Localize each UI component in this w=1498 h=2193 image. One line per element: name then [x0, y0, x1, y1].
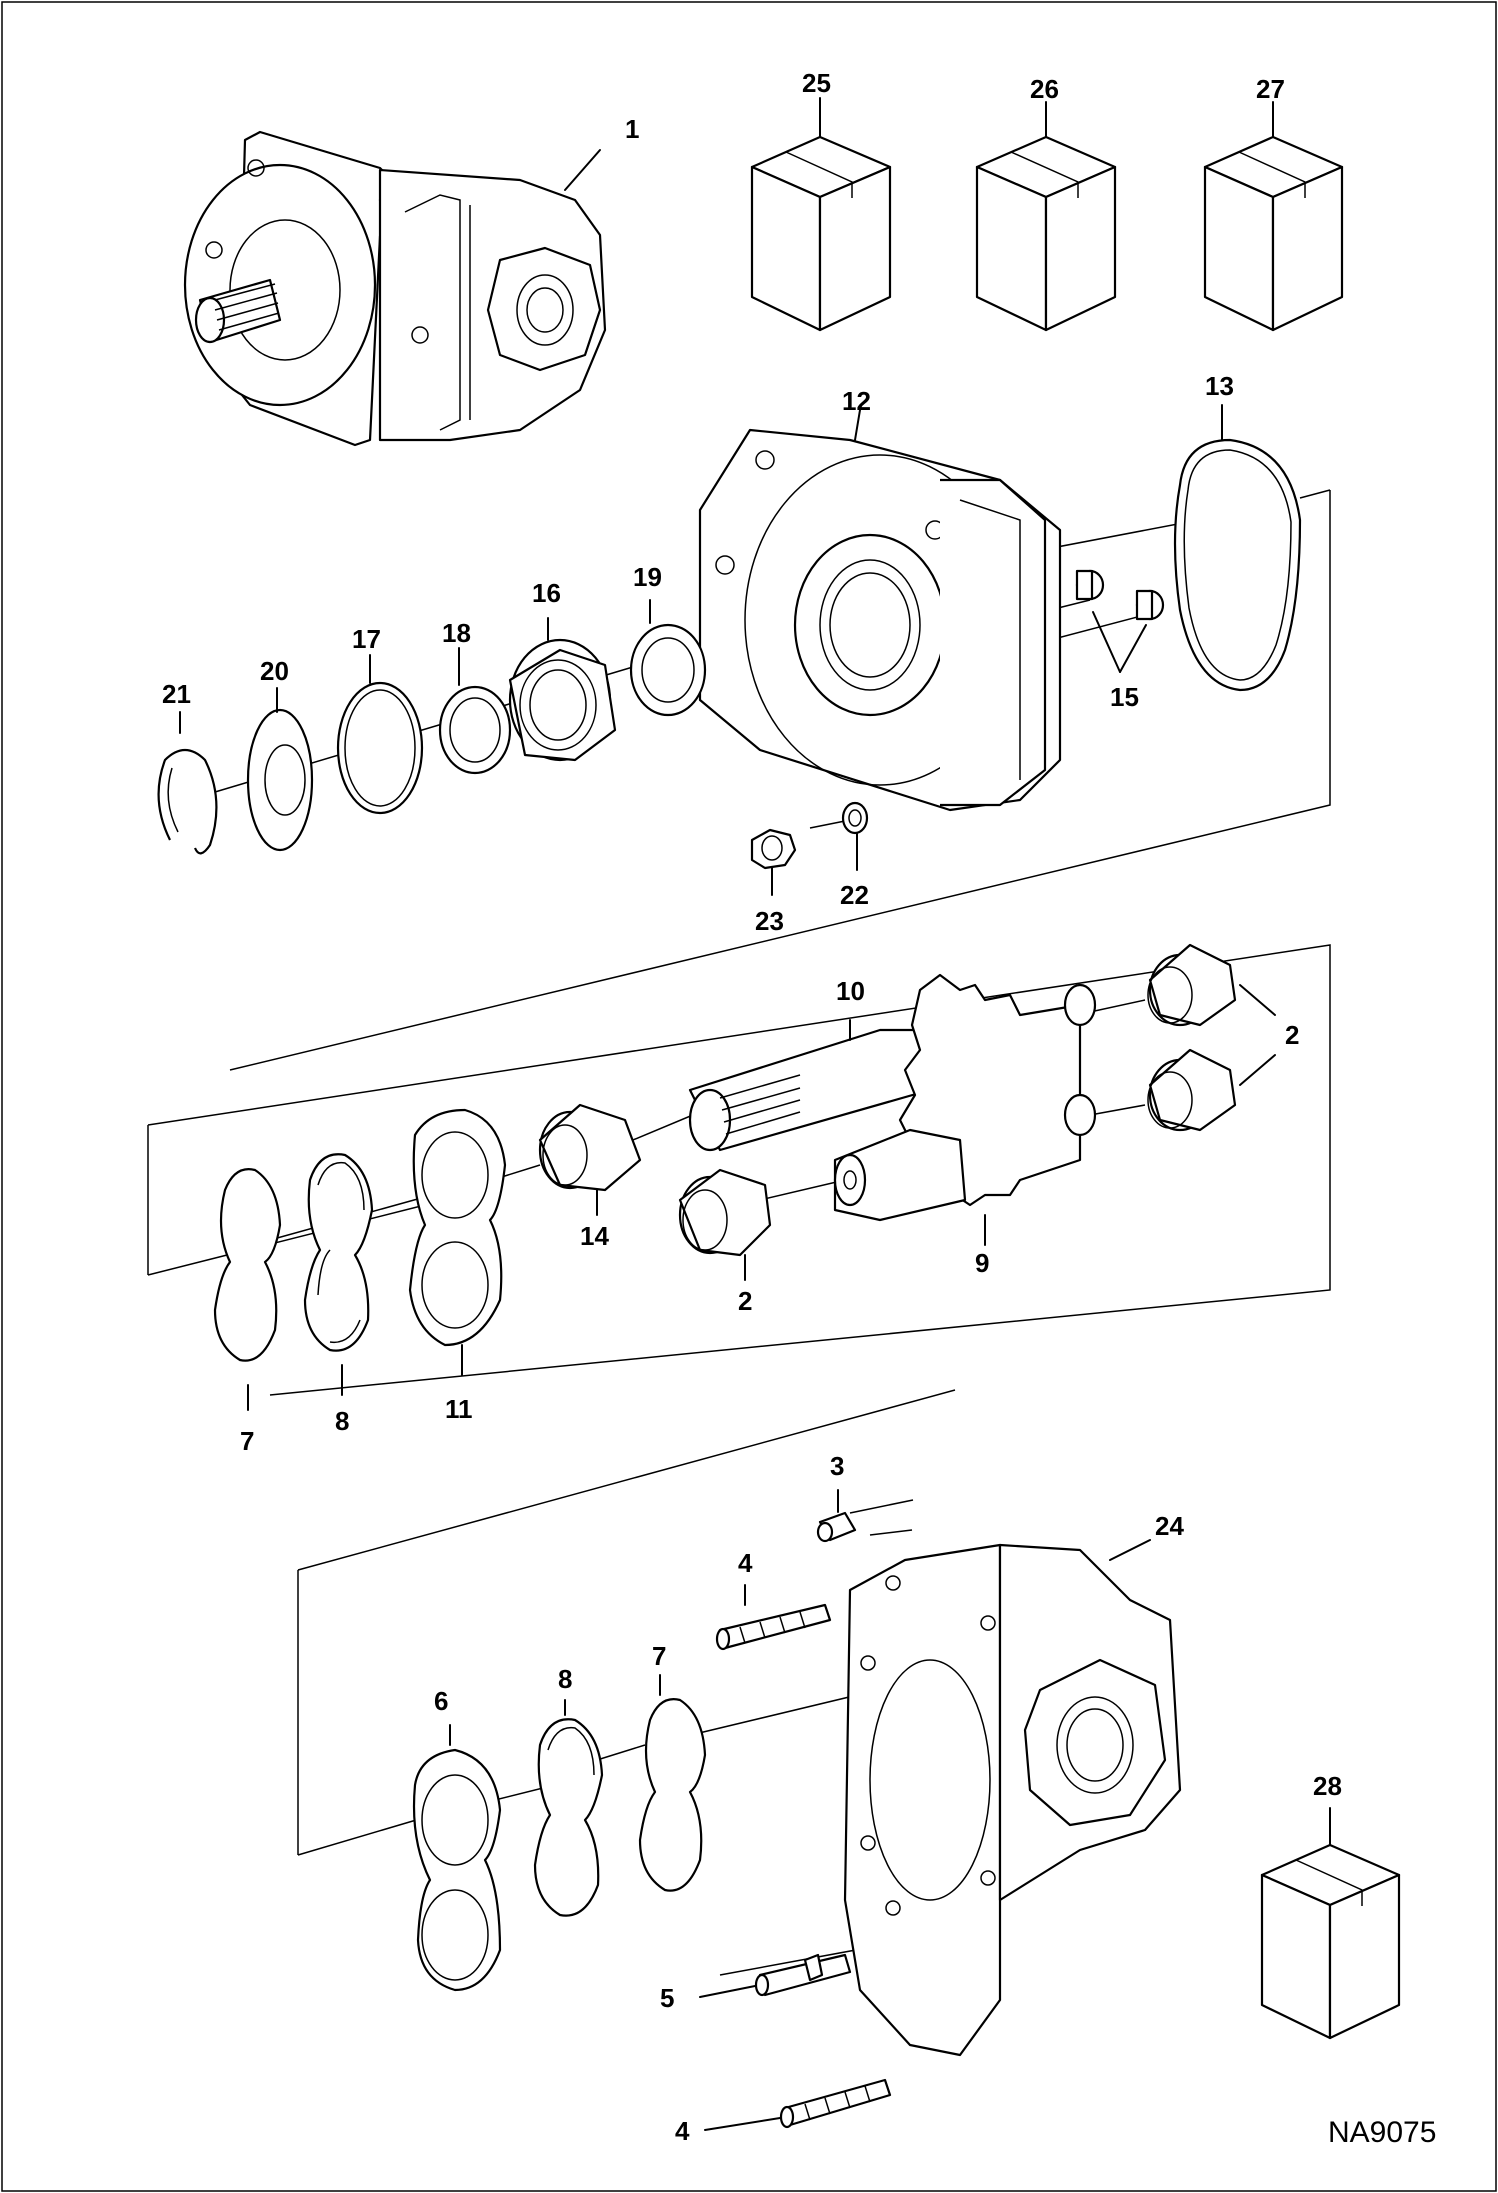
callout-8-upper: 8: [335, 1406, 349, 1436]
part-15-dowel-pins: [1075, 569, 1165, 673]
callout-6: 6: [434, 1686, 448, 1716]
part-10-drive-gear-shaft: [688, 1019, 932, 1152]
callout-15: 15: [1110, 682, 1139, 712]
part-1-pump-assembly: [183, 130, 607, 447]
callout-25: 25: [802, 68, 831, 98]
part-17-o-ring: [336, 654, 424, 815]
callout-13: 13: [1205, 371, 1234, 401]
part-2-bushing-lower: [678, 1168, 772, 1281]
callout-26: 26: [1030, 74, 1059, 104]
callout-28: 28: [1313, 1771, 1342, 1801]
callout-labels: 1 25 26 27 12 13 16 19 18 17 20 21 15 22…: [162, 68, 1342, 2146]
callout-10: 10: [836, 976, 865, 1006]
part-12-front-flange: [698, 409, 1062, 812]
drawing-code: NA9075: [1328, 2116, 1436, 2149]
callout-7-lower: 7: [652, 1641, 666, 1671]
part-20-washer: [246, 687, 314, 852]
part-22-washer: [841, 801, 869, 871]
callout-3: 3: [830, 1451, 844, 1481]
part-9-gear-pair: [833, 973, 1097, 1246]
leader-2-middle: [1239, 1054, 1276, 1086]
part-8-seal-upper: [303, 1153, 374, 1396]
callout-22: 22: [840, 880, 869, 910]
callout-11: 11: [445, 1394, 473, 1424]
part-14-bushing: [538, 1103, 642, 1216]
callout-12: 12: [842, 386, 871, 416]
part-23-nut: [750, 828, 797, 896]
part-16-bearing-sleeve: [508, 617, 617, 762]
part-13-o-ring: [1173, 404, 1302, 692]
callout-8-lower: 8: [558, 1664, 572, 1694]
callout-9: 9: [975, 1248, 989, 1278]
callout-1: 1: [625, 114, 639, 144]
callout-27: 27: [1256, 74, 1285, 104]
callout-20: 20: [260, 656, 289, 686]
callout-17: 17: [352, 624, 381, 654]
leader-2-upper: [1239, 984, 1276, 1016]
callout-16: 16: [532, 578, 561, 608]
part-7-seal-lower: [638, 1674, 707, 1892]
part-7-seal-upper: [213, 1168, 282, 1411]
callout-23: 23: [755, 906, 784, 936]
callout-18: 18: [442, 618, 471, 648]
callout-4-lower: 4: [675, 2116, 690, 2146]
part-3-dowel-pin: [816, 1489, 857, 1543]
callout-14: 14: [580, 1221, 609, 1251]
part-6-wear-plate: [412, 1724, 502, 1992]
part-24-rear-housing: [843, 1539, 1182, 2057]
callout-19: 19: [633, 562, 662, 592]
part-19-seal-ring: [629, 599, 707, 717]
part-5-stud: [699, 1953, 852, 1998]
callout-7-upper: 7: [240, 1426, 254, 1456]
part-25-kit-box: [750, 97, 892, 332]
part-4-stud-lower: [704, 2078, 892, 2131]
part-2-bushing-upper: [1147, 943, 1237, 1027]
callout-5: 5: [660, 1983, 674, 2013]
part-2-bushing-middle: [1147, 1048, 1237, 1132]
callout-2-upper: 2: [1285, 1020, 1299, 1050]
callout-21: 21: [162, 679, 191, 709]
part-21-snap-ring: [157, 711, 218, 855]
part-18-seal-ring: [438, 647, 512, 775]
callout-4-upper: 4: [738, 1548, 753, 1578]
part-11-wear-plate: [408, 1108, 507, 1376]
callout-2-lower: 2: [738, 1286, 752, 1316]
callout-24: 24: [1155, 1511, 1184, 1541]
part-27-kit-box: [1203, 101, 1344, 332]
part-8-seal-lower: [533, 1699, 604, 1917]
part-26-kit-box: [975, 101, 1117, 332]
part-28-kit-box: [1260, 1807, 1401, 2040]
part-4-stud-upper: [715, 1584, 832, 1651]
